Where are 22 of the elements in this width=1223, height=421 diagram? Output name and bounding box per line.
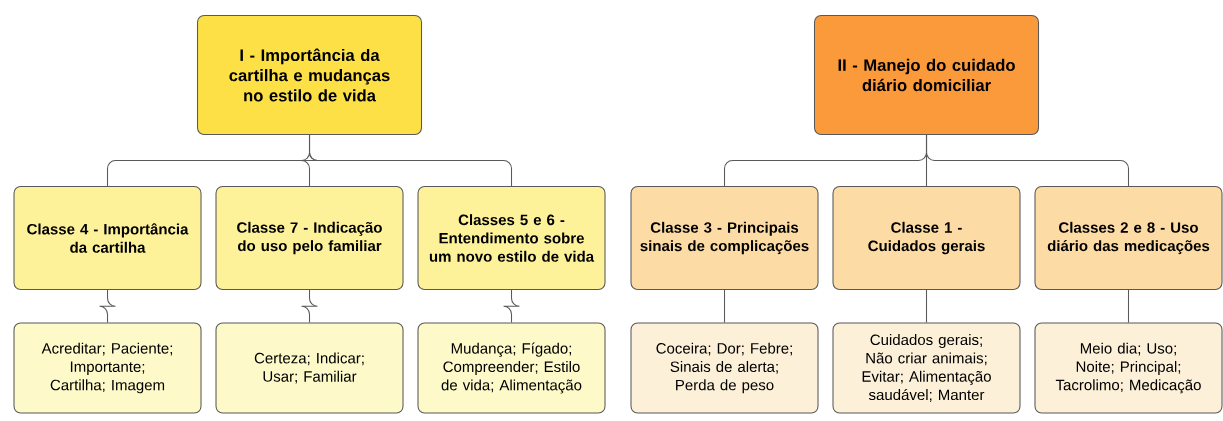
keyword-box: Meio dia; Uso; Noite; Principal; Tacrolimo; Medicação [1034,322,1223,414]
connector-line [301,289,318,323]
connector-line [309,134,513,187]
keyword-box: Mudança; Fígado; Compreender; Estilo de vida; Alimentação [417,322,606,414]
topic-box: II - Manejo do cuidado diário domiciliar [813,14,1040,136]
category-box: Classe 7 - Indicação do uso pelo familiar [215,185,404,290]
topic-box: I - Importância da cartilha e mudanças no estilo de vida [197,14,423,136]
category-box: Classe 3 - Principais sinais de complicações [630,185,819,290]
keyword-box: Certeza; Indicar; Usar; Familiar [215,322,404,414]
connector-line [926,289,928,323]
keyword-box: Acreditar; Paciente; Importante; Cartilha; Imagem [13,322,202,414]
category-box: Classe 1 - Cuidados gerais [832,185,1021,290]
category-box: Classes 5 e 6 - Entendimento sobre um novo estilo de vida [417,185,606,290]
connector-line [724,289,726,323]
connector-line [99,289,116,323]
keyword-box: Coceira; Dor; Febre; Sinais de alerta; Perda de peso [630,322,819,414]
connector-line [926,134,1130,187]
connector-line [1128,289,1130,323]
connector-line [503,289,520,323]
category-box: Classe 4 - Importância da cartilha [13,185,202,290]
keyword-box: Cuidados gerais; Não criar animais; Evitar; Alimentação saudável; Manter [832,322,1021,414]
category-box: Classes 2 e 8 - Uso diário das medicações [1034,185,1223,290]
